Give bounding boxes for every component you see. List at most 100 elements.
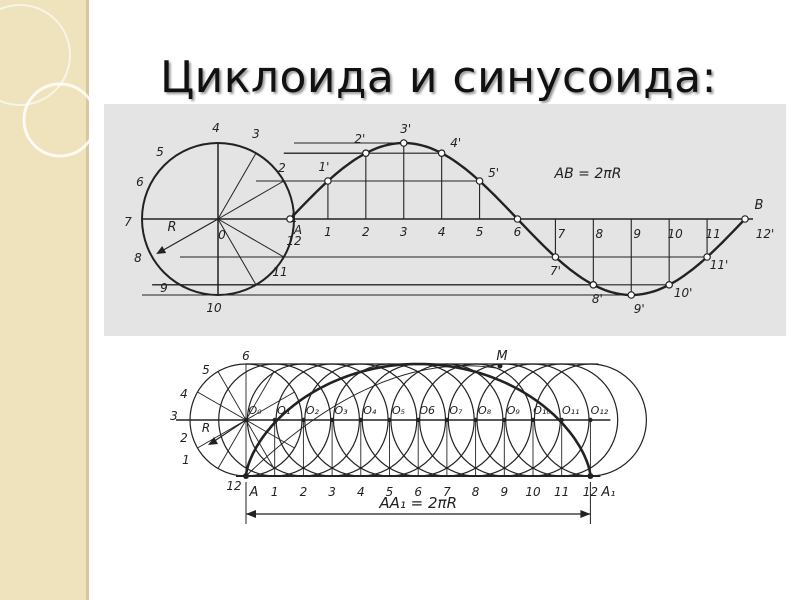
curve-point-label: 2' <box>354 132 365 146</box>
cycloid-circle-label: 5 <box>202 363 210 377</box>
circle-point-label: 8 <box>134 251 142 265</box>
baseline-label: 6 <box>414 485 422 499</box>
axis-label: 7 <box>558 227 566 241</box>
curve-point <box>286 215 294 223</box>
circle-center-label: O₁₂ <box>591 404 609 417</box>
circle-spoke <box>197 391 247 421</box>
axis-label: 9 <box>633 227 641 241</box>
circle-spoke <box>245 419 275 469</box>
cycloid-top-label: 6 <box>242 349 250 363</box>
circle-center-label: O₈ <box>478 404 492 417</box>
curve-point-label: 9' <box>634 302 645 316</box>
cycloid-circle-label: 3 <box>170 409 178 423</box>
radius-arrow-head <box>208 437 218 445</box>
curve-point-label: 7' <box>550 264 561 278</box>
circle-center-dot <box>416 417 421 423</box>
curve-point-label: 3' <box>400 122 411 136</box>
curve-point-label: 4' <box>450 136 461 150</box>
dimension-arrow-left <box>246 510 256 518</box>
cycloid-circle-label: 1 <box>182 453 190 467</box>
circle-center-dot <box>588 417 593 423</box>
curve-point-label: 8' <box>592 292 603 306</box>
circle-center-label: O₁₁ <box>562 404 579 417</box>
circle-point-label: 7 <box>124 215 132 229</box>
circle-center-label: O₉ <box>507 404 521 417</box>
baseline-label: 1 <box>271 485 279 499</box>
circle-point-label: 9 <box>160 281 168 295</box>
cycloid-circle-label: 2 <box>180 431 188 445</box>
cycloid-start-label: A <box>249 485 259 500</box>
circle-center-label: O₄ <box>363 404 377 417</box>
cycloid-circle-label: 12 <box>226 479 241 493</box>
curve-point <box>513 215 522 223</box>
curve-point <box>627 291 636 299</box>
axis-label: 4 <box>438 225 446 239</box>
circle-point-label: 4 <box>212 121 220 135</box>
circle-radius-line <box>217 218 285 258</box>
circle-spoke <box>245 391 295 421</box>
construction-arc <box>245 365 497 477</box>
sinusoid-formula: AB = 2πR <box>554 166 622 182</box>
circle-point-label: 3 <box>252 127 260 141</box>
cycloid-radius-label: R <box>202 421 210 435</box>
point-a-label: A <box>293 223 302 237</box>
baseline-label: 3 <box>328 485 336 499</box>
dimension-arrow-right <box>580 510 591 518</box>
circle-center-label: O₁₀ <box>533 404 551 417</box>
circle-center-label: O6 <box>419 404 435 417</box>
baseline-label: 2 <box>300 485 308 499</box>
axis-label: 2 <box>362 225 370 239</box>
point-m-dot <box>497 363 503 369</box>
point-m-label: M <box>496 349 507 364</box>
circle-center-label: O₂ <box>306 404 320 417</box>
curve-point <box>589 281 598 289</box>
curve-point-label: 1' <box>318 160 329 174</box>
axis-label: 12' <box>756 227 775 241</box>
circle-radius-line <box>217 180 285 220</box>
cycloid-end-label: A₁ <box>600 485 615 500</box>
circle-point-label: 6 <box>136 175 144 189</box>
circle-center-dot <box>301 417 306 423</box>
circle-spoke <box>197 419 247 449</box>
slide-title: Циклоида и синусоида: <box>160 52 717 103</box>
radius-arrow-head <box>156 246 167 254</box>
circle-spoke <box>245 419 295 449</box>
circle-point-label: 5 <box>156 145 164 159</box>
curve-point <box>665 281 673 289</box>
axis-label: 3 <box>400 225 408 239</box>
axis-label: 8 <box>596 227 604 241</box>
baseline-label: 4 <box>357 485 365 499</box>
circle-center-dot <box>329 417 335 423</box>
circle-spoke <box>217 419 247 469</box>
curve-point-label: 10' <box>674 286 693 300</box>
baseline-label: 8 <box>472 485 480 499</box>
circle-point-label: 11 <box>272 265 287 279</box>
circle-center-label: O₅ <box>392 404 405 417</box>
curve-point <box>551 253 560 261</box>
circle-point-label: 12 <box>286 234 301 248</box>
end-point-dot <box>587 473 594 479</box>
baseline-label: 11 <box>554 485 569 499</box>
radius-label: R <box>167 220 176 235</box>
circle-center-dot <box>387 417 392 423</box>
circle-radius-line <box>217 218 257 286</box>
baseline-label: 5 <box>386 485 394 499</box>
radius-arrow-line <box>157 218 219 254</box>
circle-point-label: 1 <box>290 211 298 225</box>
curve-point <box>741 215 749 223</box>
circle-spoke <box>245 371 275 421</box>
cycloid-formula: AA₁ = 2πR <box>378 494 457 512</box>
center-label: 0 <box>218 228 226 242</box>
axis-label: 6 <box>514 225 522 239</box>
circle-center-label: O₃ <box>335 404 349 417</box>
baseline-label: 7 <box>443 485 451 499</box>
start-point-dot <box>243 473 249 479</box>
circle-center-dot <box>530 417 536 423</box>
curve-point <box>362 149 370 157</box>
axis-label: 5 <box>476 225 484 239</box>
curve-point <box>703 253 711 261</box>
radius-arrow-line <box>209 419 247 445</box>
